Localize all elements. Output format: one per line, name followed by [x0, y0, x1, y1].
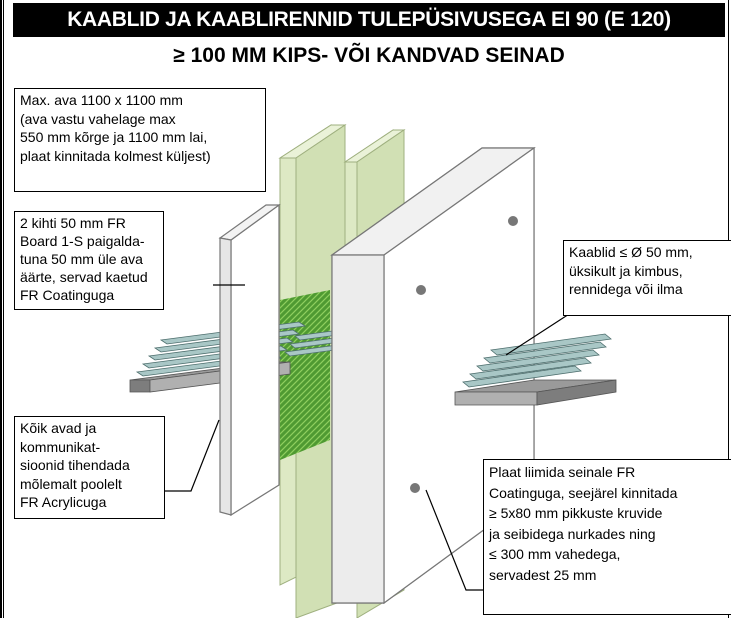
callout-line: ≥ 5x80 mm pikkuste kruvide	[489, 505, 663, 521]
callout-line: Kaablid ≤ Ø 50 mm,	[569, 244, 693, 260]
callout-line: mõlemalt poolelt	[20, 475, 122, 492]
callout-line: FR Coatinguga	[20, 287, 115, 303]
opening-size-callout: Max. ava 1100 x 1100 mm (ava vastu vahel…	[14, 88, 266, 192]
fr-board-callout: 2 kihti 50 mm FR Board 1-S paigalda- tun…	[14, 211, 164, 310]
callout-line: 2 kihti 50 mm FR	[20, 215, 126, 231]
sealing-callout: Kõik avad ja kommunikat- sioonid tihenda…	[14, 416, 165, 519]
callout-line: Coatinguga, seejärel kinnitada	[489, 484, 678, 501]
callout-line: sioonid tihendada	[20, 457, 130, 473]
callout-line: Plaat liimida seinale FR	[489, 464, 636, 480]
callout-line: ja seibidega nurkades ning	[489, 525, 656, 542]
callout-line: Max. ava 1100 x 1100 mm	[20, 92, 183, 108]
callout-line: servadest 25 mm	[489, 566, 597, 583]
callout-line: üksikult ja kimbus,	[569, 262, 683, 279]
mineral-wool-fill	[280, 290, 330, 460]
callout-line: Board 1-S paigalda-	[20, 233, 145, 249]
cable-tray-right	[454, 333, 617, 406]
callout-line: Kõik avad ja	[20, 420, 97, 436]
callout-line: kommunikat-	[20, 438, 101, 455]
title-bar: KAABLID JA KAABLIRENNID TULEPÜSIVUSEGA E…	[13, 3, 725, 37]
callout-line: rennidega või ilma	[569, 281, 683, 297]
callout-line: äärte, servad kaetud	[20, 269, 148, 285]
callout-line: 550 mm kõrge ja 1100 mm lai,	[20, 129, 208, 145]
cables-callout: Kaablid ≤ Ø 50 mm, üksikult ja kimbus, r…	[563, 240, 731, 316]
callout-line: tuna 50 mm üle ava	[20, 251, 143, 267]
subtitle: ≥ 100 MM KIPS- VÕI KANDVAD SEINAD	[173, 44, 565, 67]
callout-line: plaat kinnitada kolmest küljest)	[20, 147, 211, 164]
callout-line: ≤ 300 mm vahedega,	[489, 546, 621, 562]
callout-line: FR Acrylicuga	[20, 494, 107, 510]
callout-line: (ava vastu vahelage max	[20, 110, 176, 127]
fr-board-left	[218, 203, 281, 517]
fixing-callout: Plaat liimida seinale FR Coatinguga, see…	[483, 459, 731, 615]
page-border-left	[0, 0, 4, 618]
